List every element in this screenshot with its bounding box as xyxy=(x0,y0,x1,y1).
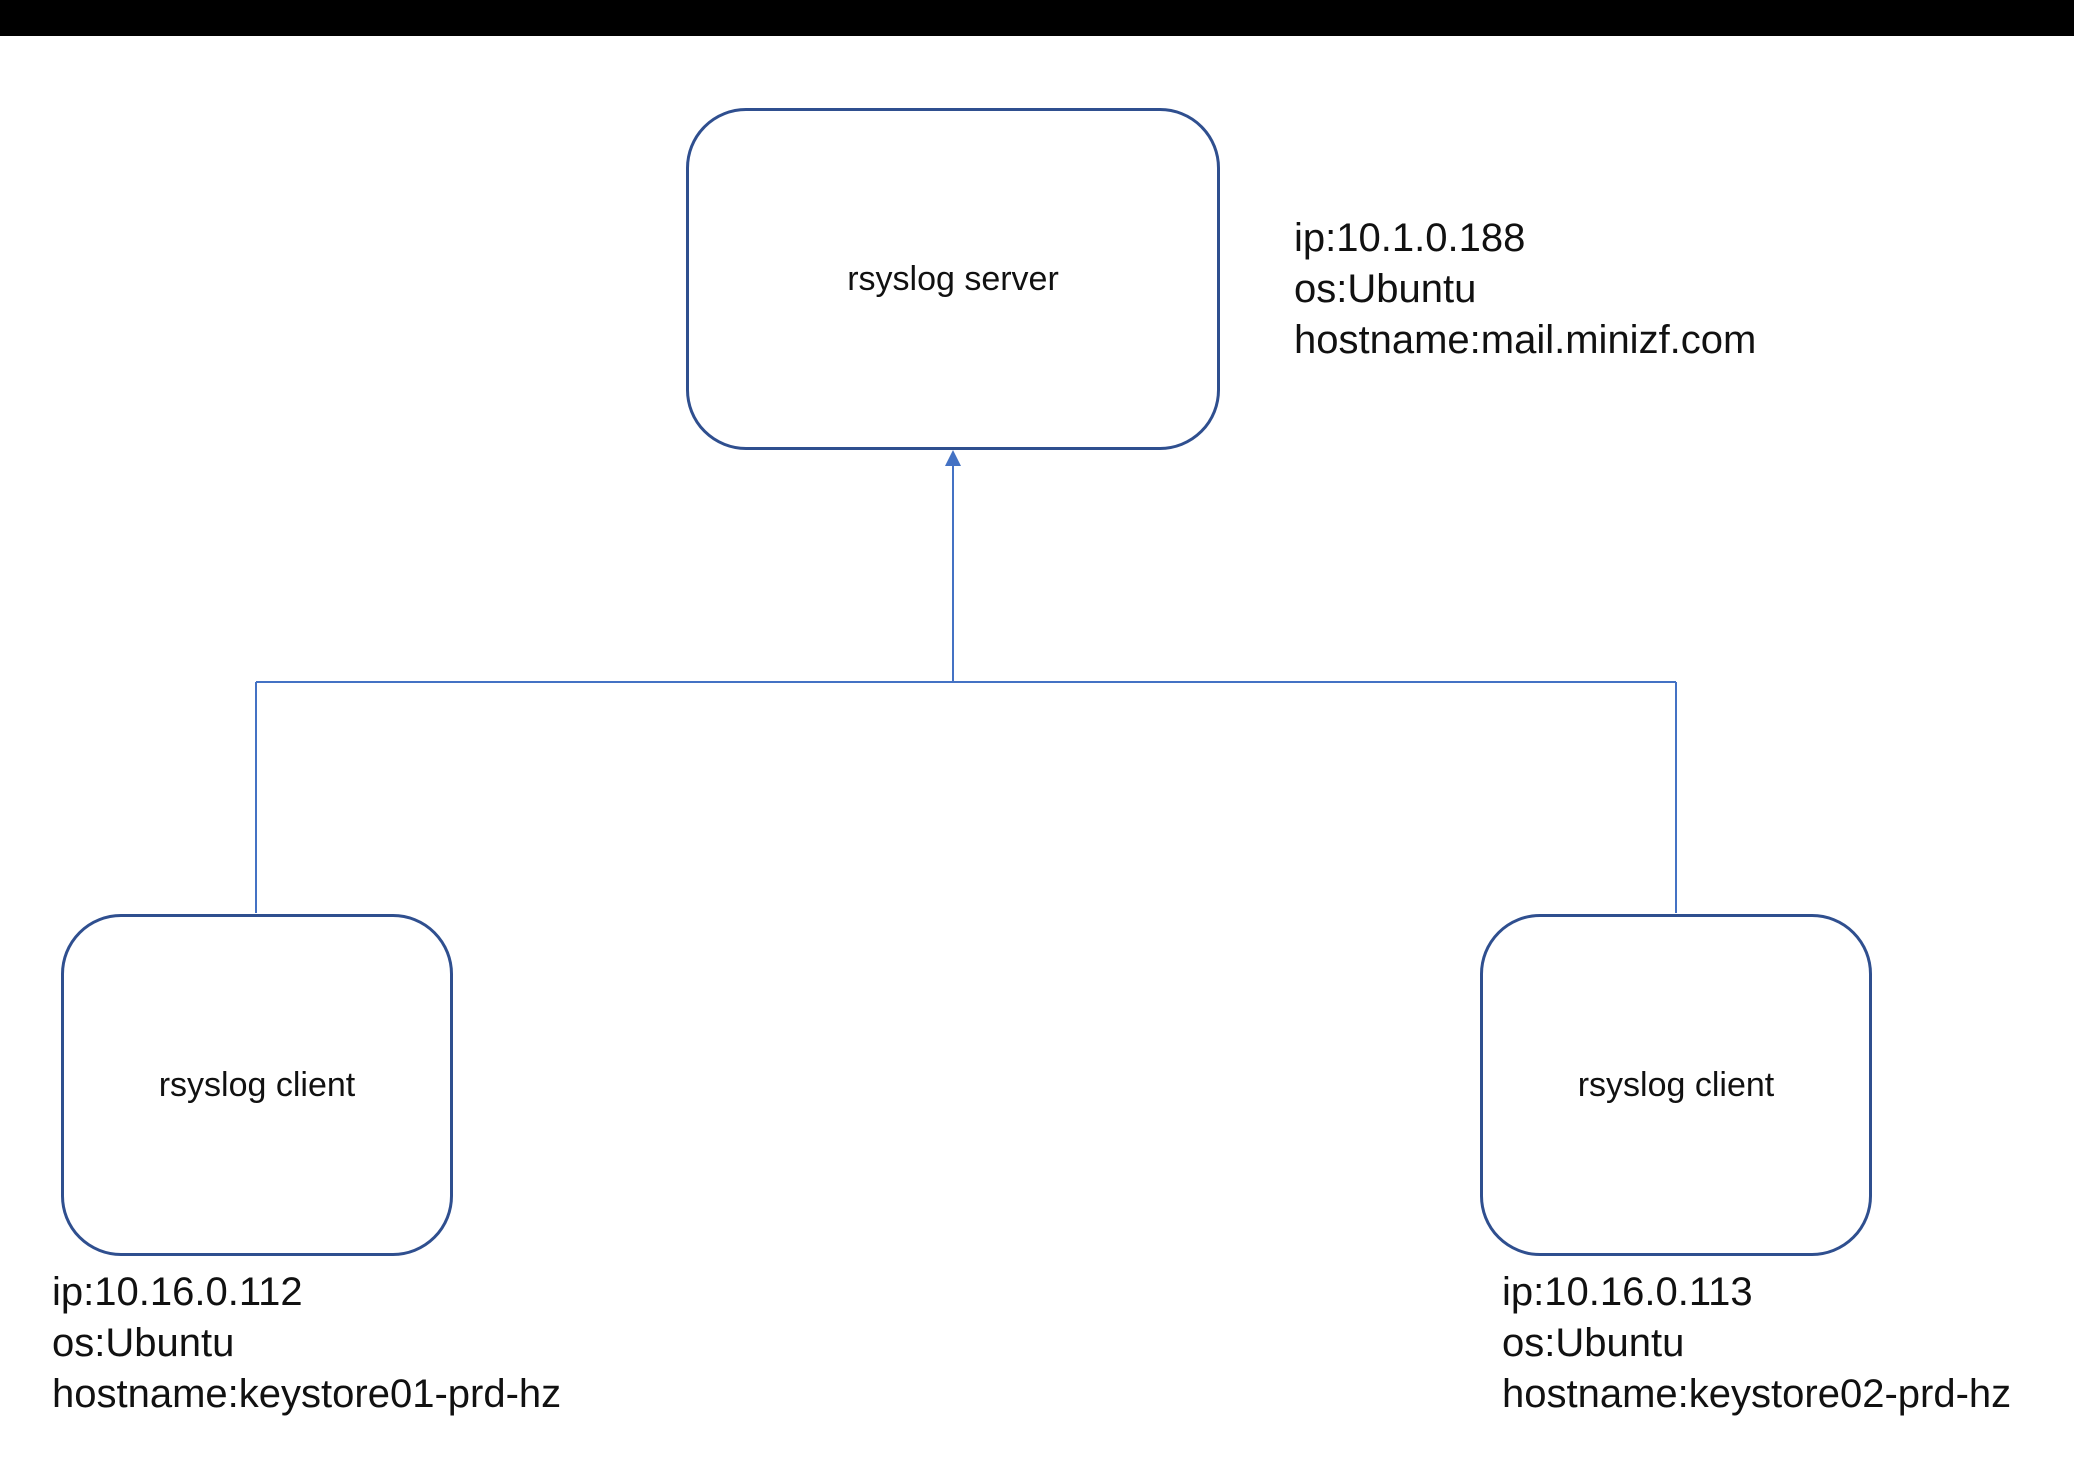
rsyslog-client-node-1: rsyslog client xyxy=(61,914,453,1256)
client1-label: rsyslog client xyxy=(158,1065,356,1104)
client2-info: ip:10.16.0.113 os:Ubuntu hostname:keysto… xyxy=(1502,1267,2011,1420)
client1-ip: ip:10.16.0.112 xyxy=(52,1270,303,1314)
client2-label: rsyslog client xyxy=(1577,1065,1775,1104)
arrowhead-icon xyxy=(945,450,961,466)
server-os: os:Ubuntu xyxy=(1294,267,1477,311)
client1-os: os:Ubuntu xyxy=(52,1321,235,1365)
rsyslog-server-node: rsyslog server xyxy=(686,108,1220,450)
top-bar xyxy=(0,0,2074,36)
server-ip: ip:10.1.0.188 xyxy=(1294,216,1526,260)
server-hostname: hostname:mail.minizf.com xyxy=(1294,318,1757,362)
client2-os: os:Ubuntu xyxy=(1502,1321,1685,1365)
client2-hostname: hostname:keystore02-prd-hz xyxy=(1502,1372,2012,1416)
client1-hostname: hostname:keystore01-prd-hz xyxy=(52,1372,562,1416)
client1-info: ip:10.16.0.112 os:Ubuntu hostname:keysto… xyxy=(52,1267,561,1420)
server-info: ip:10.1.0.188 os:Ubuntu hostname:mail.mi… xyxy=(1294,213,1756,366)
server-label: rsyslog server xyxy=(847,259,1059,298)
rsyslog-client-node-2: rsyslog client xyxy=(1480,914,1872,1256)
client2-ip: ip:10.16.0.113 xyxy=(1502,1270,1753,1314)
